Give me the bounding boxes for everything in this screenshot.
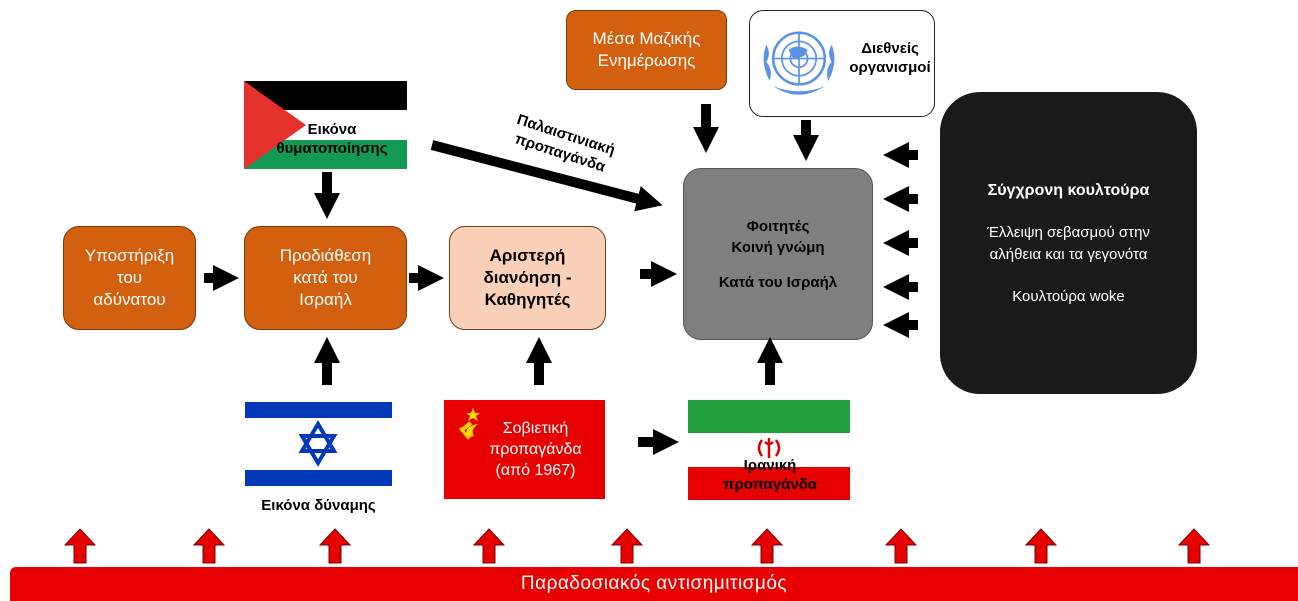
soviet-line-3: (από 1967): [495, 462, 576, 479]
red-up-arrow-icon: [318, 528, 352, 564]
power-image-label: Εικόνα δύναμης: [261, 497, 376, 514]
node-left-intellect-line-3: Καθηγητές: [484, 290, 571, 309]
iranian-line-2: προπαγάνδα: [722, 476, 818, 493]
node-intl-orgs: Διεθνείς οργανισμοί: [749, 10, 935, 117]
node-predisposition-line-1: Προδιάθεση: [279, 246, 372, 265]
red-up-arrow-icon: [472, 528, 506, 564]
victim-image-line-2: θυματοποίησης: [276, 140, 388, 157]
node-intl-orgs-line-2: οργανισμοί: [849, 59, 931, 76]
iranian-flag-icon: [688, 400, 850, 500]
culture-woke: Κουλτούρα woke: [1012, 287, 1125, 305]
node-modern-culture: Σύγχρονη κουλτούρα Έλλειψη σεβασμού στην…: [940, 92, 1197, 394]
iranian-line-1: Ιρανική: [743, 457, 797, 474]
iranian-propaganda-label: Ιρανική προπαγάνδα: [705, 456, 835, 494]
soviet-flag-icon: Σοβιετική προπαγάνδα (από 1967): [444, 400, 605, 499]
node-left-intellect: Αριστερή διανόηση - Καθηγητές: [449, 226, 606, 330]
node-media-line-2: Ενημέρωσης: [597, 51, 696, 70]
black-arrow-icon: [430, 140, 663, 212]
node-predisposition-line-3: Ισραήλ: [299, 290, 352, 309]
node-media: Μέσα Μαζικής Ενημέρωσης: [566, 10, 727, 90]
israeli-flag-icon: [245, 400, 392, 490]
red-up-arrow-icon: [1177, 528, 1211, 564]
victim-image-line-1: Εικόνα: [307, 121, 357, 138]
red-up-arrow-icon: [884, 528, 918, 564]
node-students-line-4: Κατά του Ισραήλ: [718, 273, 838, 291]
node-support-weak-line-1: Υποστήριξη: [84, 246, 175, 265]
red-up-arrow-icon: [1024, 528, 1058, 564]
un-emblem-icon: [763, 31, 835, 95]
node-students-line-2: Κοινή γνώμη: [731, 238, 825, 256]
node-media-line-1: Μέσα Μαζικής: [592, 29, 701, 48]
node-students: Φοιτητές Κοινή γνώμη Κατά του Ισραήλ: [683, 168, 873, 340]
culture-line-1: Έλλειψη σεβασμού στην: [987, 223, 1150, 241]
node-left-intellect-line-1: Αριστερή: [489, 246, 566, 265]
culture-title: Σύγχρονη κουλτούρα: [987, 181, 1150, 199]
red-up-arrow-icon: [750, 528, 784, 564]
node-predisposition: Προδιάθεση κατά του Ισραήλ: [244, 226, 407, 330]
soviet-line-1: Σοβιετική: [502, 420, 569, 437]
soviet-line-2: προπαγάνδα: [489, 441, 582, 458]
node-predisposition-line-2: κατά του: [293, 268, 358, 287]
node-support-weak: Υποστήριξη του αδύνατου: [63, 226, 196, 330]
hammer-sickle-icon: [458, 408, 480, 440]
red-up-arrow-icon: [192, 528, 226, 564]
victim-image-label: Εικόνα θυματοποίησης: [272, 120, 392, 158]
red-up-arrow-icon: [63, 528, 97, 564]
node-support-weak-line-2: του: [116, 268, 143, 287]
traditional-antisemitism-label: Παραδοσιακός αντισημιτισμός: [520, 573, 788, 594]
node-students-line-1: Φοιτητές: [746, 217, 810, 235]
node-intl-orgs-line-1: Διεθνείς: [861, 40, 919, 57]
red-up-arrow-icon: [610, 528, 644, 564]
node-left-intellect-line-2: διανόηση -: [483, 268, 572, 287]
palestinian-flag-icon: [244, 81, 407, 169]
node-support-weak-line-3: αδύνατου: [93, 290, 166, 309]
traditional-antisemitism-bar: Παραδοσιακός αντισημιτισμός: [10, 567, 1298, 601]
culture-line-2: αλήθεια και τα γεγονότα: [989, 245, 1148, 263]
